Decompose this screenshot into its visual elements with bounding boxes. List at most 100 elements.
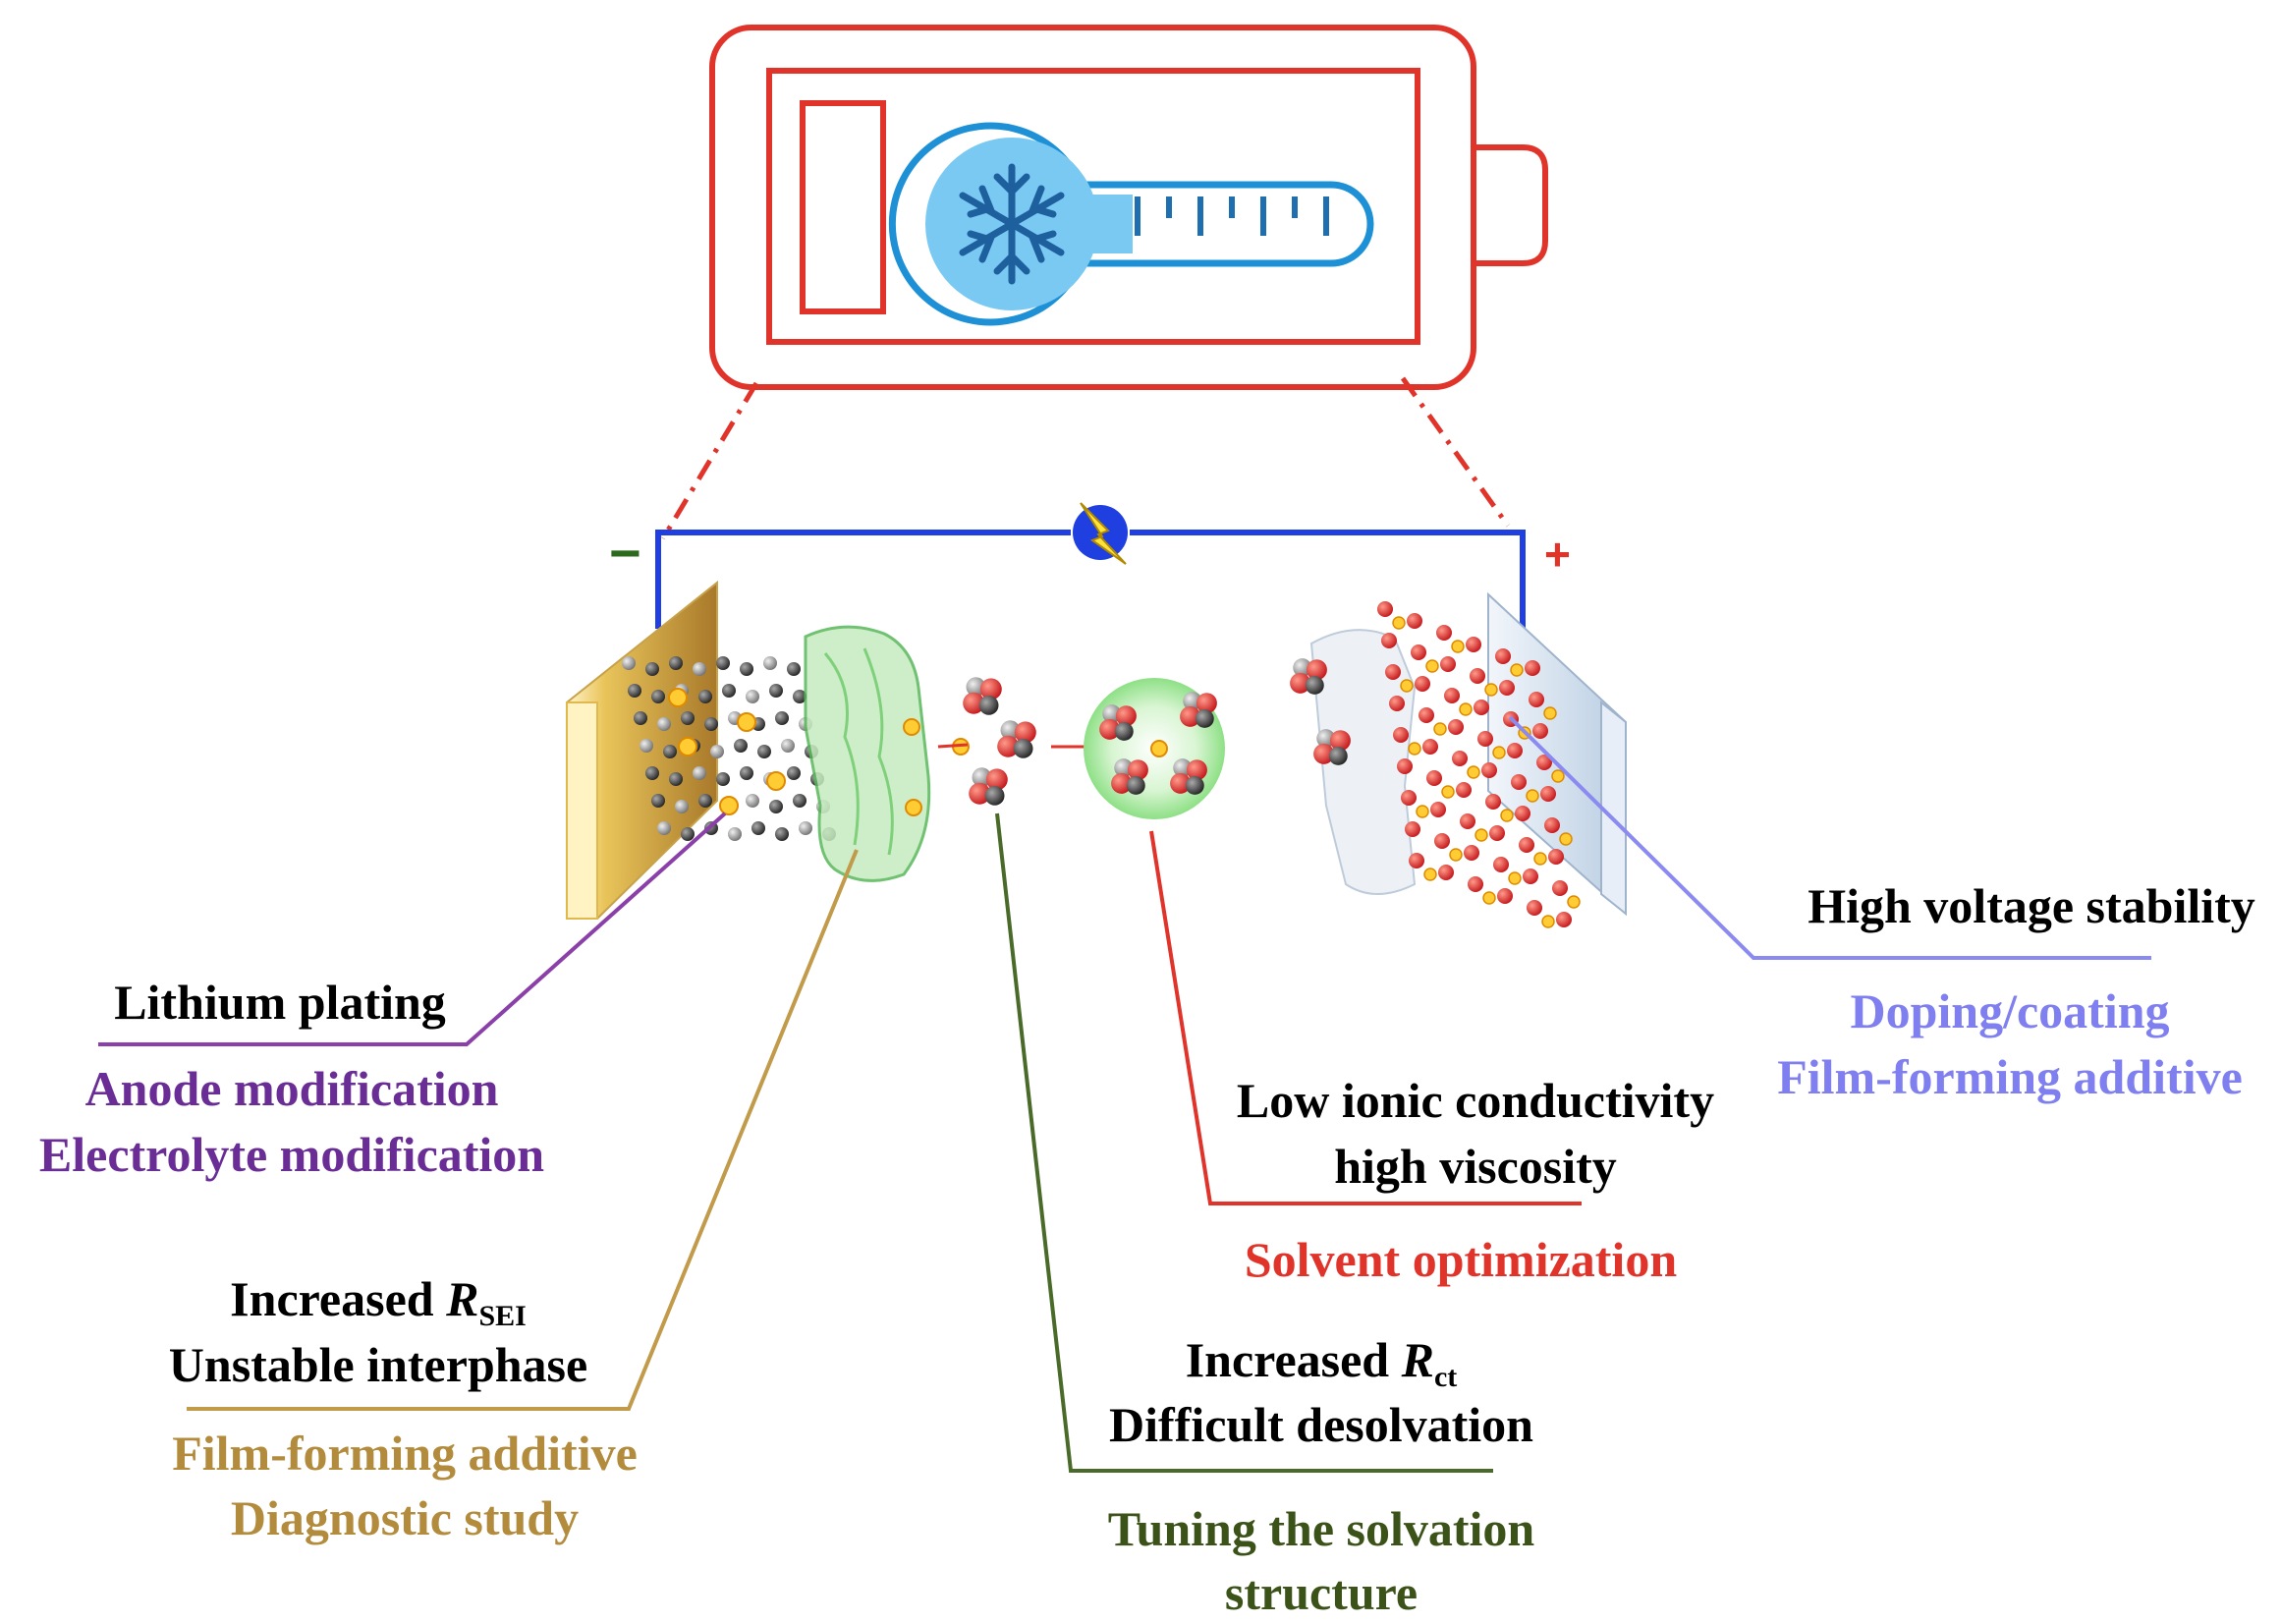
solvent-atom bbox=[979, 678, 1002, 700]
oxygen-atom bbox=[1440, 656, 1456, 672]
solvent-atom bbox=[1115, 705, 1137, 727]
carbon-atom bbox=[787, 766, 801, 780]
lightning-bolt-icon bbox=[1073, 502, 1128, 565]
r-symbol-2: R bbox=[1401, 1332, 1434, 1387]
oxygen-atom bbox=[1477, 731, 1493, 747]
oxygen-atom bbox=[1464, 845, 1479, 861]
solvent-atom bbox=[1013, 739, 1033, 758]
difficult-desolvation-label: Difficult desolvation bbox=[1109, 1397, 1533, 1452]
lithium-ion bbox=[1482, 891, 1496, 905]
carbon-atom bbox=[757, 745, 771, 758]
external-circuit bbox=[655, 530, 1526, 629]
solvent-atom bbox=[1329, 730, 1351, 752]
solvent-atom bbox=[1014, 721, 1036, 744]
oxygen-atom bbox=[1468, 876, 1483, 892]
oxygen-atom bbox=[1544, 817, 1560, 833]
carbon-atom bbox=[698, 794, 712, 808]
lithium-ion bbox=[1508, 871, 1522, 885]
carbon-atom bbox=[704, 717, 718, 731]
carbon-atom bbox=[781, 739, 795, 753]
battery-icon bbox=[709, 25, 1548, 390]
solvent-molecules bbox=[1099, 692, 1217, 795]
oxygen-atom bbox=[1474, 700, 1489, 715]
oxygen-atom bbox=[1485, 794, 1501, 810]
oxygen-atom bbox=[1377, 601, 1393, 617]
carbon-atom bbox=[751, 821, 765, 835]
oxygen-atom bbox=[1389, 696, 1405, 711]
oxygen-atom bbox=[1448, 719, 1464, 735]
high-viscosity-label: high viscosity bbox=[1334, 1139, 1617, 1194]
carbon-atom bbox=[640, 739, 653, 753]
lithium-ion bbox=[1484, 683, 1498, 697]
oxygen-atom bbox=[1548, 849, 1564, 865]
carbon-atom bbox=[681, 827, 695, 841]
lithium-ion bbox=[1533, 852, 1547, 866]
oxygen-atom bbox=[1411, 644, 1426, 660]
solvent-atom bbox=[1111, 772, 1133, 794]
lithium-ion bbox=[1392, 616, 1406, 630]
carbon-atom bbox=[769, 800, 783, 813]
oxygen-atom bbox=[1515, 806, 1530, 821]
carbon-atom bbox=[740, 766, 753, 780]
lithium-plating-label: Lithium plating bbox=[114, 975, 446, 1030]
oxygen-atom bbox=[1409, 853, 1424, 868]
unstable-interphase-label: Unstable interphase bbox=[168, 1337, 588, 1392]
lithium-ion bbox=[1541, 915, 1555, 928]
oxygen-atom bbox=[1540, 786, 1556, 802]
lithium-ion bbox=[1459, 702, 1473, 716]
carbon-atom bbox=[775, 827, 789, 841]
oxygen-atom bbox=[1401, 790, 1417, 806]
increased-rsei-label: Increased RSEI bbox=[230, 1267, 527, 1338]
cathode-current-collector bbox=[1487, 591, 1627, 917]
film-forming-additive-cathode-label: Film-forming additive bbox=[1777, 1049, 2243, 1104]
r-symbol: R bbox=[446, 1271, 479, 1326]
carbon-atom bbox=[746, 690, 759, 703]
oxygen-atom bbox=[1497, 888, 1513, 904]
carbon-atom bbox=[628, 684, 641, 698]
high-voltage-stability-label: High voltage stability bbox=[1808, 878, 2255, 933]
solvent-atom bbox=[1099, 718, 1121, 740]
lithium-ion bbox=[1449, 848, 1463, 862]
oxygen-atom bbox=[1489, 825, 1505, 841]
oxygen-atom bbox=[1536, 755, 1552, 770]
lithium-ion bbox=[1526, 789, 1539, 803]
carbon-atom bbox=[669, 772, 683, 786]
oxygen-atom bbox=[1525, 660, 1540, 676]
oxygen-atom bbox=[1385, 664, 1401, 680]
snowflake-icon bbox=[959, 163, 1065, 285]
carbon-atom bbox=[793, 794, 807, 808]
oxygen-atom bbox=[1415, 676, 1430, 692]
oxygen-atom bbox=[1460, 813, 1475, 829]
oxygen-atom bbox=[1444, 688, 1460, 703]
lithium-ion bbox=[1423, 868, 1437, 881]
negative-terminal: − bbox=[609, 522, 641, 584]
solvent-atom bbox=[1114, 722, 1134, 741]
carbon-atom bbox=[799, 821, 812, 835]
oxygen-atom bbox=[1556, 912, 1572, 927]
oxygen-atom bbox=[1552, 880, 1568, 896]
sei-layer bbox=[804, 625, 931, 882]
oxygen-atom bbox=[1493, 857, 1509, 872]
carbon-atom bbox=[645, 766, 659, 780]
carbon-atom bbox=[669, 656, 683, 670]
anode-leader-line bbox=[98, 812, 727, 1046]
tuning-solvation-label-line1: Tuning the solvation bbox=[1107, 1501, 1535, 1556]
carbon-atom bbox=[663, 745, 677, 758]
increased-text: Increased bbox=[230, 1271, 447, 1326]
lithium-ion bbox=[766, 771, 786, 791]
solvent-atom bbox=[1328, 747, 1348, 765]
solvent-atom bbox=[985, 768, 1008, 791]
solvent-atom bbox=[1313, 743, 1335, 764]
lithium-ion bbox=[1467, 765, 1480, 779]
lithium-ion bbox=[1400, 679, 1414, 693]
lithium-ion bbox=[1408, 742, 1421, 756]
solvent-atom bbox=[1195, 709, 1214, 728]
oxygen-atom bbox=[1481, 762, 1497, 778]
oxygen-atom bbox=[1527, 900, 1542, 916]
carbon-atom bbox=[728, 827, 742, 841]
carbon-atom bbox=[657, 821, 671, 835]
cathode-leader-line bbox=[1508, 715, 2151, 960]
oxygen-atom bbox=[1466, 637, 1481, 652]
carbon-atom bbox=[698, 690, 712, 703]
